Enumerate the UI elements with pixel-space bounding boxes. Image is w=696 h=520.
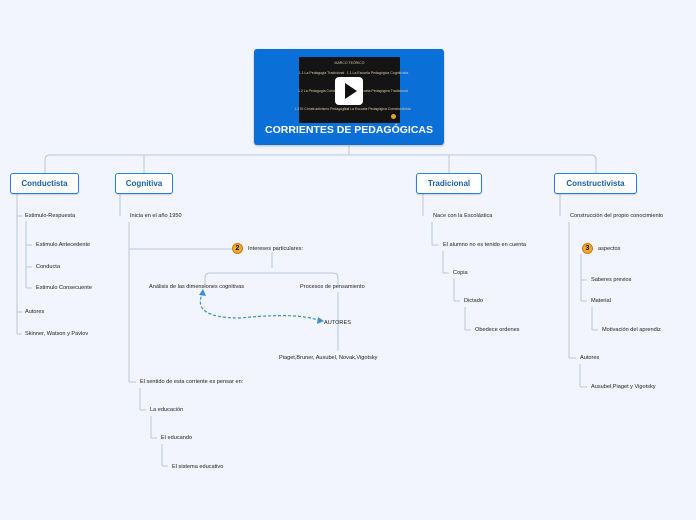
thumbnail-top-text: MARCO TEÓRICO (334, 61, 365, 65)
topic-autores[interactable]: Autores (25, 309, 45, 315)
topic-sistema-educativo[interactable]: El sistema educativo (172, 464, 224, 470)
topic-estimulo-respuesta[interactable]: Estimulo-Respuesta (25, 213, 76, 219)
branch-constructivista[interactable]: Constructivista (554, 173, 637, 194)
topic-intereses[interactable]: Intereses particulares: (248, 246, 304, 252)
topic-estimulo-antecedente[interactable]: Estimulo Antecedente (36, 242, 91, 248)
topic-conducta[interactable]: Conducta (36, 264, 60, 270)
topic-el-educando[interactable]: El educando (161, 435, 193, 441)
thumbnail-text: 1.3 El Constructivismo Pedagógico (294, 107, 349, 111)
topic-dictado[interactable]: Dictado (464, 298, 483, 304)
topic-autores-constructivista[interactable]: Autores (580, 355, 600, 361)
thumbnail-text: 1.2 La Escuela Pedagógica Tradicional (347, 89, 408, 93)
topic-material[interactable]: Material (591, 298, 611, 304)
topic-ausubel-piaget-vigotsky[interactable]: Ausubel,Piaget y Vigotsky (591, 384, 656, 390)
topic-motivacion[interactable]: Motivación del aprendiz (602, 327, 661, 333)
topic-copia[interactable]: Copia (453, 270, 468, 276)
topic-aspectos[interactable]: aspectos (598, 246, 621, 252)
play-icon[interactable] (335, 77, 363, 105)
root-topic[interactable]: MARCO TEÓRICO 1.1 La Pedagogía Tradicion… (254, 49, 444, 145)
topic-construccion[interactable]: Construcción del propio conocimiento (570, 213, 664, 219)
topic-sentido[interactable]: El sentido de esta corriente es pensar e… (140, 379, 244, 385)
topic-autores-cognitiva[interactable]: AUTORES (324, 320, 351, 326)
branch-cognitiva[interactable]: Cognitiva (115, 173, 173, 194)
topic-autores-lista[interactable]: Piaget,Bruner, Ausubel, Novak,Vigotsky (279, 355, 378, 361)
priority-3-icon: 3 (582, 243, 593, 254)
thumbnail-text: 1.4 La Escuela Pedagógica Constructivist… (344, 107, 411, 111)
branch-conductista[interactable]: Conductista (10, 173, 79, 194)
thumbnail-text: 1.1 La Pedagogía Tradicional (298, 71, 345, 75)
thumbnail-text: 1.2 La Pedagogía Conductista (297, 89, 346, 93)
topic-escolastica[interactable]: Nace con la Escolástica (433, 213, 493, 219)
topic-saberes-previos[interactable]: Saberes previos (591, 277, 632, 283)
priority-2-icon: 2 (232, 243, 243, 254)
topic-la-educacion[interactable]: La educación (150, 407, 184, 413)
branch-tradicional[interactable]: Tradicional (416, 173, 482, 194)
relation-link (199, 291, 321, 322)
topic-inicia-1950[interactable]: Inicia en el año 1950 (130, 213, 182, 219)
topic-analisis-dimensiones[interactable]: Análisis de las dimensiones cognitivas (149, 284, 245, 290)
topic-obedece[interactable]: Obedece ordenes (475, 327, 520, 333)
topic-estimulo-consecuente[interactable]: Estimulo Consecuente (36, 285, 92, 291)
video-thumbnail[interactable]: MARCO TEÓRICO 1.1 La Pedagogía Tradicion… (294, 57, 411, 123)
topic-skinner-watson-pavlov[interactable]: Skinner, Watson y Pavlov (25, 331, 89, 337)
topic-alumno[interactable]: El alumno no es tenido en cuenta (443, 242, 527, 248)
thumbnail-text: 1.1 La Escuela Pedagógica Cognitivista (346, 71, 409, 75)
topic-procesos-pensamiento[interactable]: Procesos de pensamiento (300, 284, 365, 290)
dot-icon (391, 114, 396, 119)
root-title: CORRIENTES DE PEDAGÓGICAS (264, 124, 434, 136)
